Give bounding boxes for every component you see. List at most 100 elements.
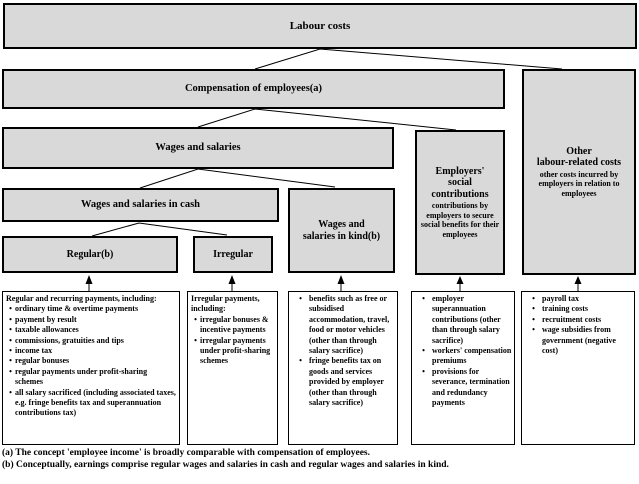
up-arrow-icon <box>574 276 582 284</box>
irregular-box: Irregular <box>193 236 273 273</box>
bullet-text: payment by result <box>15 314 77 324</box>
bullet-icon: • <box>9 304 12 314</box>
bullet-item: •regular bonuses <box>6 356 177 366</box>
other-costs-subtitle: other costs incurred by employers in rel… <box>538 169 620 198</box>
bullet-text: recruitment costs <box>542 314 602 324</box>
wages-cash-box: Wages and salaries in cash <box>2 188 279 222</box>
irregular-label: Irregular <box>213 248 253 260</box>
irregular-detail-header: Irregular payments, including: <box>191 294 260 314</box>
bullet-item: • provisions for severance, termination a… <box>415 367 512 409</box>
bullet-icon: • <box>532 325 535 335</box>
bullet-item: •workers' compensation premiums <box>415 346 512 367</box>
footnote-a: (a) The concept 'employee income' is bro… <box>2 448 371 458</box>
bullet-item: • training costs <box>525 304 632 314</box>
bullet-text: workers' compensation premiums <box>432 346 512 366</box>
bullet-text: provisions for severance, termination an… <box>432 366 510 408</box>
labour-costs-label: Labour costs <box>289 19 351 32</box>
bullet-icon: • <box>422 366 425 376</box>
wages-kind-box: Wages and salaries in kind(b) <box>288 188 395 273</box>
bullet-text: training costs <box>542 304 588 314</box>
other-detail-panel: • payroll tax • training costs • recruitment … <box>521 291 635 445</box>
bullet-icon: • <box>532 294 535 303</box>
bullet-icon: • <box>299 294 302 303</box>
compensation-label: Compensation of employees(a) <box>184 83 323 94</box>
bullet-icon: • <box>9 314 12 324</box>
employers-subtitle: contributions by employers to secure soc… <box>420 201 500 239</box>
wages-kind-title-line1: Wages and <box>318 219 365 230</box>
bullet-icon: • <box>194 335 197 345</box>
bullet-item: •regular payments under profit-sharing s… <box>6 367 177 388</box>
bullet-item: • employer superannuation contributions (… <box>415 294 512 346</box>
bullet-icon: • <box>299 356 302 366</box>
bullet-icon: • <box>422 294 425 303</box>
bullet-item: • wage subsidies from government (negativ… <box>525 325 632 356</box>
bullet-item: •ordinary time & overtime payments <box>6 304 177 314</box>
compensation-box: Compensation of employees(a) <box>2 69 505 109</box>
bullet-item: •payment by result <box>6 315 177 325</box>
wages-kind-title-line2: salaries in kind(b) <box>302 230 381 242</box>
bullet-icon: • <box>194 314 197 324</box>
other-costs-title-line2: labour-related costs <box>536 157 622 169</box>
employers-detail-list: • employer superannuation contributions (… <box>415 294 512 408</box>
irregular-detail-panel: Irregular payments, including: •irregula… <box>187 291 278 445</box>
bullet-icon: • <box>532 304 535 314</box>
regular-detail-header: Regular and recurring payments, includin… <box>6 294 157 303</box>
footnote-b: (b) Conceptually, earnings comprise regu… <box>2 460 449 470</box>
employers-detail-panel: • employer superannuation contributions (… <box>411 291 515 445</box>
bullet-item: •commissions, gratuities and tips <box>6 336 177 346</box>
bullet-icon: • <box>9 325 12 335</box>
bullet-item: •irregular payments under profit-sharing… <box>191 336 275 367</box>
irregular-detail-list: •irregular bonuses & incentive payments•… <box>191 315 275 367</box>
bullet-item: •irregular bonuses & incentive payments <box>191 315 275 336</box>
bullet-icon: • <box>9 387 12 397</box>
bullet-item: • benefits such as free or subsidised acc… <box>292 294 395 356</box>
bullet-text: irregular bonuses & incentive payments <box>200 314 269 335</box>
bullet-icon: • <box>9 346 12 356</box>
bullet-text: payroll tax <box>542 294 579 303</box>
bullet-text: wage subsidies from government (negative… <box>542 325 616 356</box>
bullet-text: taxable allowances <box>15 325 79 335</box>
bullet-item: • recruitment costs <box>525 315 632 325</box>
bullet-text: commissions, gratuities and tips <box>15 335 124 345</box>
regular-label: Regular(b) <box>66 248 114 260</box>
other-costs-box: Other labour-related costs other costs i… <box>522 69 636 275</box>
bullet-text: regular bonuses <box>15 356 70 366</box>
bullet-icon: • <box>9 356 12 366</box>
up-arrow-icon <box>456 276 464 284</box>
employers-title-line3: contributions <box>431 188 489 200</box>
bullet-icon: • <box>9 366 12 376</box>
kind-detail-panel: • benefits such as free or subsidised acc… <box>288 291 398 445</box>
up-arrow-icon <box>228 275 236 284</box>
up-arrow-icon <box>85 275 93 284</box>
bullet-item: • fringe benefits tax on goods and servic… <box>292 356 395 408</box>
bullet-text: employer superannuation contributions (o… <box>432 294 501 345</box>
employers-title-line1: Employers' <box>435 165 485 177</box>
wages-cash-label: Wages and salaries in cash <box>80 199 201 210</box>
bullet-icon: • <box>532 314 535 324</box>
other-detail-list: • payroll tax • training costs • recruitment … <box>525 294 632 356</box>
bullet-text: irregular payments under profit-sharing … <box>200 335 271 366</box>
bullet-item: •income tax <box>6 346 177 356</box>
bullet-text: ordinary time & overtime payments <box>15 304 139 314</box>
bullet-icon: • <box>9 335 12 345</box>
regular-box: Regular(b) <box>2 236 178 273</box>
employers-contributions-box: Employers' social contributions contribu… <box>415 130 505 275</box>
employers-title-line2: social <box>448 177 472 189</box>
bullet-text: regular payments under profit-sharing sc… <box>15 366 148 387</box>
bullet-item: •all salary sacrificed (including associ… <box>6 388 177 419</box>
wages-salaries-label: Wages and salaries <box>155 142 241 153</box>
regular-detail-panel: Regular and recurring payments, includin… <box>2 291 180 445</box>
wages-salaries-box: Wages and salaries <box>2 127 394 169</box>
bullet-text: income tax <box>15 346 53 356</box>
other-costs-title-line1: Other <box>566 145 592 157</box>
bullet-text: all salary sacrificed (including associa… <box>15 387 176 418</box>
bullet-text: benefits such as free or subsidised acco… <box>309 294 390 356</box>
up-arrow-icons <box>85 275 582 284</box>
bullet-item: • payroll tax <box>525 294 632 304</box>
up-arrow-icon <box>337 275 345 284</box>
labour-costs-box: Labour costs <box>3 3 637 49</box>
bullet-item: •taxable allowances <box>6 325 177 335</box>
regular-detail-list: •ordinary time & overtime payments•payme… <box>6 304 177 418</box>
bullet-text: fringe benefits tax on goods and service… <box>309 356 384 408</box>
